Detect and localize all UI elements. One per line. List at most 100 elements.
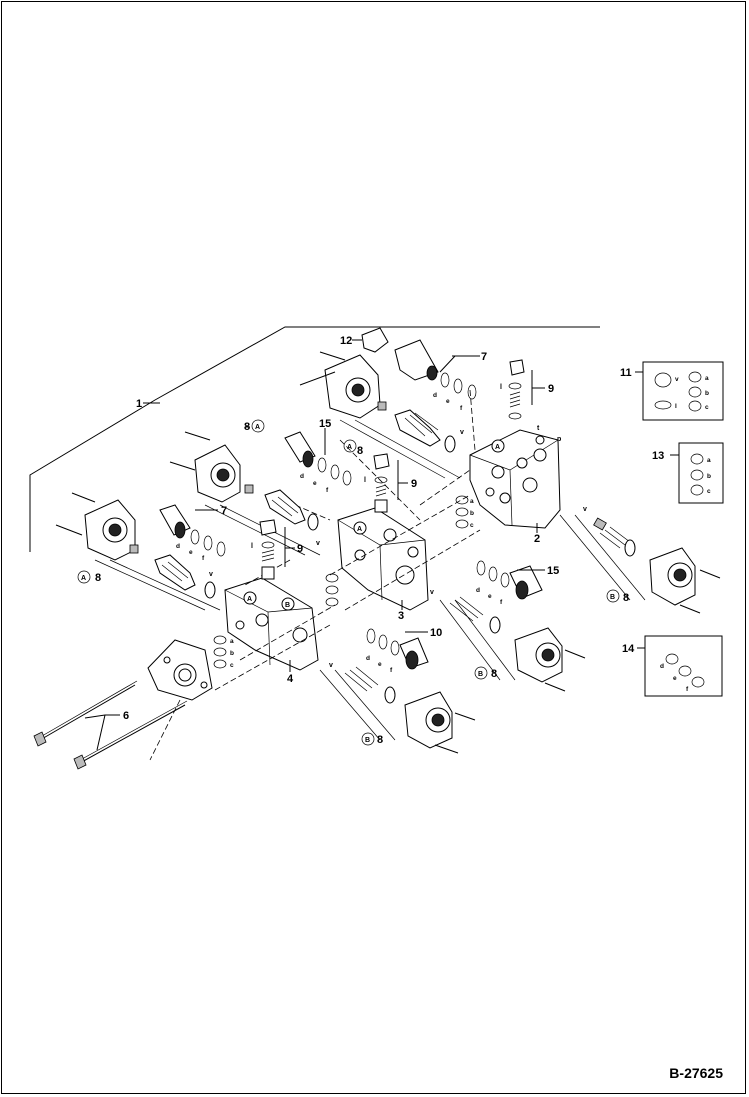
svg-text:f: f <box>390 667 393 674</box>
valve-section-2 <box>469 429 561 533</box>
callout-8-right: 8 <box>623 592 629 604</box>
tag-a-top <box>343 439 357 453</box>
svg-text:f: f <box>326 487 329 494</box>
spool-assembly-upper-left <box>169 426 321 556</box>
svg-text:A: A <box>495 444 500 451</box>
svg-text:d: d <box>433 392 437 399</box>
svg-text:p: p <box>557 436 561 443</box>
svg-text:A: A <box>247 596 252 603</box>
svg-text:e: e <box>378 661 382 668</box>
assembly-1-leader <box>29 326 600 552</box>
svg-text:B: B <box>478 671 483 678</box>
svg-text:a: a <box>705 375 709 382</box>
callout-8-middle-right: 8 <box>491 668 497 680</box>
svg-text:f: f <box>202 555 205 562</box>
svg-text:e: e <box>488 593 492 600</box>
svg-text:A: A <box>81 575 86 582</box>
check-valve-9-top <box>508 359 545 420</box>
callout-10-right: 10 <box>430 627 442 639</box>
svg-text:v: v <box>316 540 320 547</box>
svg-text:l: l <box>251 543 253 550</box>
svg-text:a: a <box>707 457 711 464</box>
svg-text:e: e <box>446 398 450 405</box>
svg-text:b: b <box>470 510 474 517</box>
svg-text:c: c <box>470 522 474 529</box>
cartridge-10-left <box>159 504 226 557</box>
seal-kit-12 <box>635 361 724 421</box>
svg-text:e: e <box>313 480 317 487</box>
svg-text:b: b <box>230 650 234 657</box>
svg-text:f: f <box>686 686 689 693</box>
seal-stack-section-4 <box>213 635 227 669</box>
valve-section-4 <box>224 577 319 672</box>
callout-10-left: 7 <box>221 505 227 517</box>
callout-15-upper: 15 <box>319 418 331 430</box>
svg-text:t: t <box>537 425 540 432</box>
callout-8-lower-left: 8 <box>95 572 101 584</box>
svg-text:d: d <box>176 543 180 550</box>
tie-rods <box>33 680 188 770</box>
svg-text:v: v <box>209 571 213 578</box>
svg-text:d: d <box>660 663 664 670</box>
seal-stack-section-2 <box>455 495 469 529</box>
callout-8-bottom: 8 <box>377 734 383 746</box>
svg-text:A: A <box>357 526 362 533</box>
tag-a-lower-left <box>77 570 91 584</box>
callout-12: 11 <box>620 367 632 379</box>
seal-kit-13 <box>670 442 724 504</box>
svg-text:l: l <box>675 403 677 410</box>
svg-text:d: d <box>476 587 480 594</box>
drawing-reference-number: B-27625 <box>669 1065 723 1081</box>
svg-text:B: B <box>365 737 370 744</box>
spool-assembly-right <box>559 514 721 614</box>
svg-text:v: v <box>329 662 333 669</box>
relief-valve-7-11 <box>352 327 480 400</box>
check-valve-9-middle <box>373 453 408 513</box>
callout-7: 7 <box>481 351 487 363</box>
svg-text:f: f <box>460 405 463 412</box>
svg-text:f: f <box>500 599 503 606</box>
tag-b-middle-right <box>474 666 488 680</box>
cartridge-10-right <box>366 628 429 670</box>
seal-stack-section-3 <box>325 573 339 607</box>
svg-text:a: a <box>470 498 474 505</box>
svg-text:A: A <box>347 444 352 451</box>
svg-text:B: B <box>285 602 290 609</box>
callout-9-left: 9 <box>297 543 303 555</box>
spool-assembly-bottom <box>319 666 476 754</box>
callout-3: 3 <box>398 610 404 622</box>
callout-14: 14 <box>622 643 635 655</box>
svg-text:e: e <box>673 675 677 682</box>
tag-a-upper-left <box>251 419 265 433</box>
spool-assembly-lower-left <box>55 492 221 611</box>
svg-text:d: d <box>300 473 304 480</box>
svg-text:v: v <box>583 506 587 513</box>
svg-text:l: l <box>500 384 502 391</box>
svg-text:b: b <box>705 390 709 397</box>
spool-assembly-top <box>299 351 461 479</box>
tag-b-bottom <box>361 732 375 746</box>
svg-text:e: e <box>189 549 193 556</box>
callout-1: 1 <box>136 398 142 410</box>
callout-13: 13 <box>652 450 664 462</box>
svg-text:d: d <box>366 655 370 662</box>
svg-text:c: c <box>707 488 711 495</box>
end-plate <box>147 639 213 701</box>
tag-b-right <box>606 589 620 603</box>
callout-8-upper-left: 8 <box>244 421 250 433</box>
callout-15-right: 15 <box>547 565 559 577</box>
svg-text:a: a <box>230 638 234 645</box>
callout-9-top: 9 <box>548 383 554 395</box>
callout-8-top: 8 <box>357 445 363 457</box>
callout-9-middle: 9 <box>411 478 417 490</box>
svg-text:c: c <box>705 404 709 411</box>
callout-4: 4 <box>287 673 294 685</box>
svg-text:v: v <box>430 589 434 596</box>
callout-6: 6 <box>123 710 129 722</box>
seal-kit-14 <box>637 635 723 697</box>
spool-assembly-middle-right <box>439 596 586 692</box>
check-valve-9-left <box>259 519 295 580</box>
callout-2: 2 <box>534 533 540 545</box>
